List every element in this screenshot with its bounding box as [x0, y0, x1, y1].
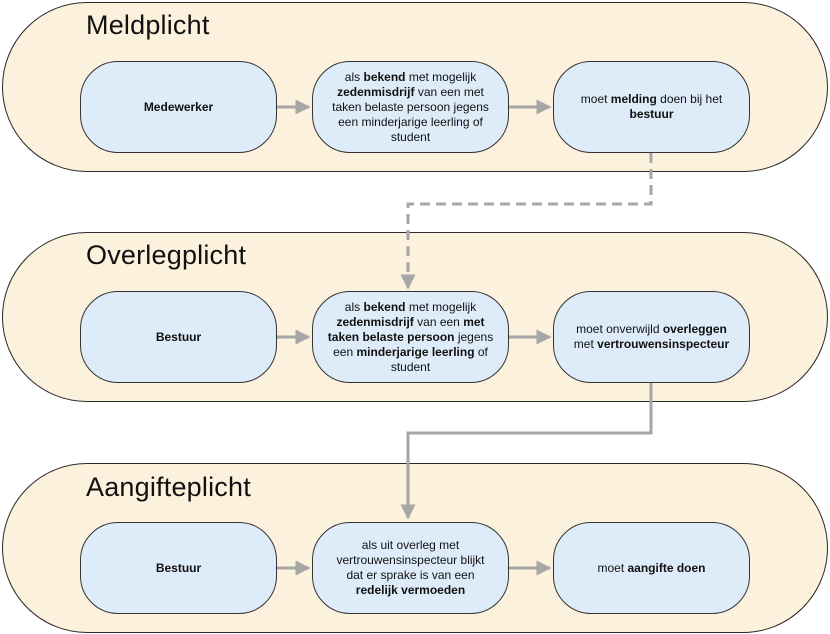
box-text: Bestuur [156, 561, 201, 576]
action-box: moet aangifte doen [553, 522, 750, 614]
actor-box: Bestuur [80, 522, 277, 614]
box-text-bold: Bestuur [155, 560, 202, 575]
box-text: als uit overleg met vertrouwensinspecteu… [327, 538, 494, 598]
box-text: moet onverwijld overleggen met vertrouwe… [568, 322, 735, 352]
box-text-run: als [344, 69, 364, 84]
box-text-run: met [573, 337, 598, 351]
box-text-bold: vertrouwensinspecteur [597, 337, 730, 351]
box-text-run: of student [390, 344, 488, 374]
box-text-bold: bestuur [629, 107, 674, 121]
box-text-run: met mogelijk [405, 69, 477, 84]
box-text-bold: bekend [363, 69, 406, 84]
box-text-bold: Medewerker [143, 99, 214, 114]
box-text-bold: minderjarige leerling [356, 344, 475, 359]
box-text: als bekend met mogelijk zedenmisdrijf va… [327, 300, 494, 375]
box-text-run: jegens een [333, 329, 494, 359]
action-box: moet melding doen bij het bestuur [553, 61, 750, 153]
condition-box: als bekend met mogelijk zedenmisdrijf va… [312, 61, 509, 153]
box-text-bold: Bestuur [155, 329, 202, 344]
actor-box: Bestuur [80, 291, 277, 383]
box-text-bold: zedenmisdrijf [336, 314, 414, 329]
box-text-run: moet [597, 560, 628, 575]
condition-box: als uit overleg met vertrouwensinspecteu… [312, 522, 509, 614]
box-text-bold: zedenmisdrijf [337, 84, 415, 99]
box-text-run: moet onverwijld [576, 322, 663, 336]
box-text-run: van een met taken belaste persoon jegens… [332, 84, 489, 144]
box-text-run: van een [413, 314, 464, 329]
box-text: Bestuur [156, 330, 201, 345]
box-text-bold: redelijk vermoeden [355, 583, 466, 597]
box-text-run: doen bij het [656, 92, 723, 106]
box-text-bold: met taken belaste persoon [327, 314, 485, 344]
lane-title: Overlegplicht [86, 240, 247, 270]
action-box: moet onverwijld overleggen met vertrouwe… [553, 291, 750, 383]
box-text-bold: melding [610, 92, 657, 106]
box-text-bold: aangifte doen [627, 560, 706, 575]
box-text: moet melding doen bij het bestuur [568, 92, 735, 122]
box-text-run: met mogelijk [405, 299, 477, 314]
lane-title: Meldplicht [86, 10, 210, 40]
box-text: als bekend met mogelijk zedenmisdrijf va… [327, 70, 494, 145]
box-text: moet aangifte doen [597, 561, 705, 576]
box-text-run: als [344, 299, 364, 314]
box-text-run: moet [580, 92, 611, 106]
box-text-bold: overleggen [662, 322, 727, 336]
box-text-bold: bekend [363, 299, 406, 314]
lane-title: Aangifteplicht [86, 472, 251, 502]
box-text: Medewerker [144, 100, 213, 115]
box-text-run: als uit overleg met vertrouwensinspecteu… [336, 538, 485, 582]
actor-box: Medewerker [80, 61, 277, 153]
condition-box: als bekend met mogelijk zedenmisdrijf va… [312, 291, 509, 383]
